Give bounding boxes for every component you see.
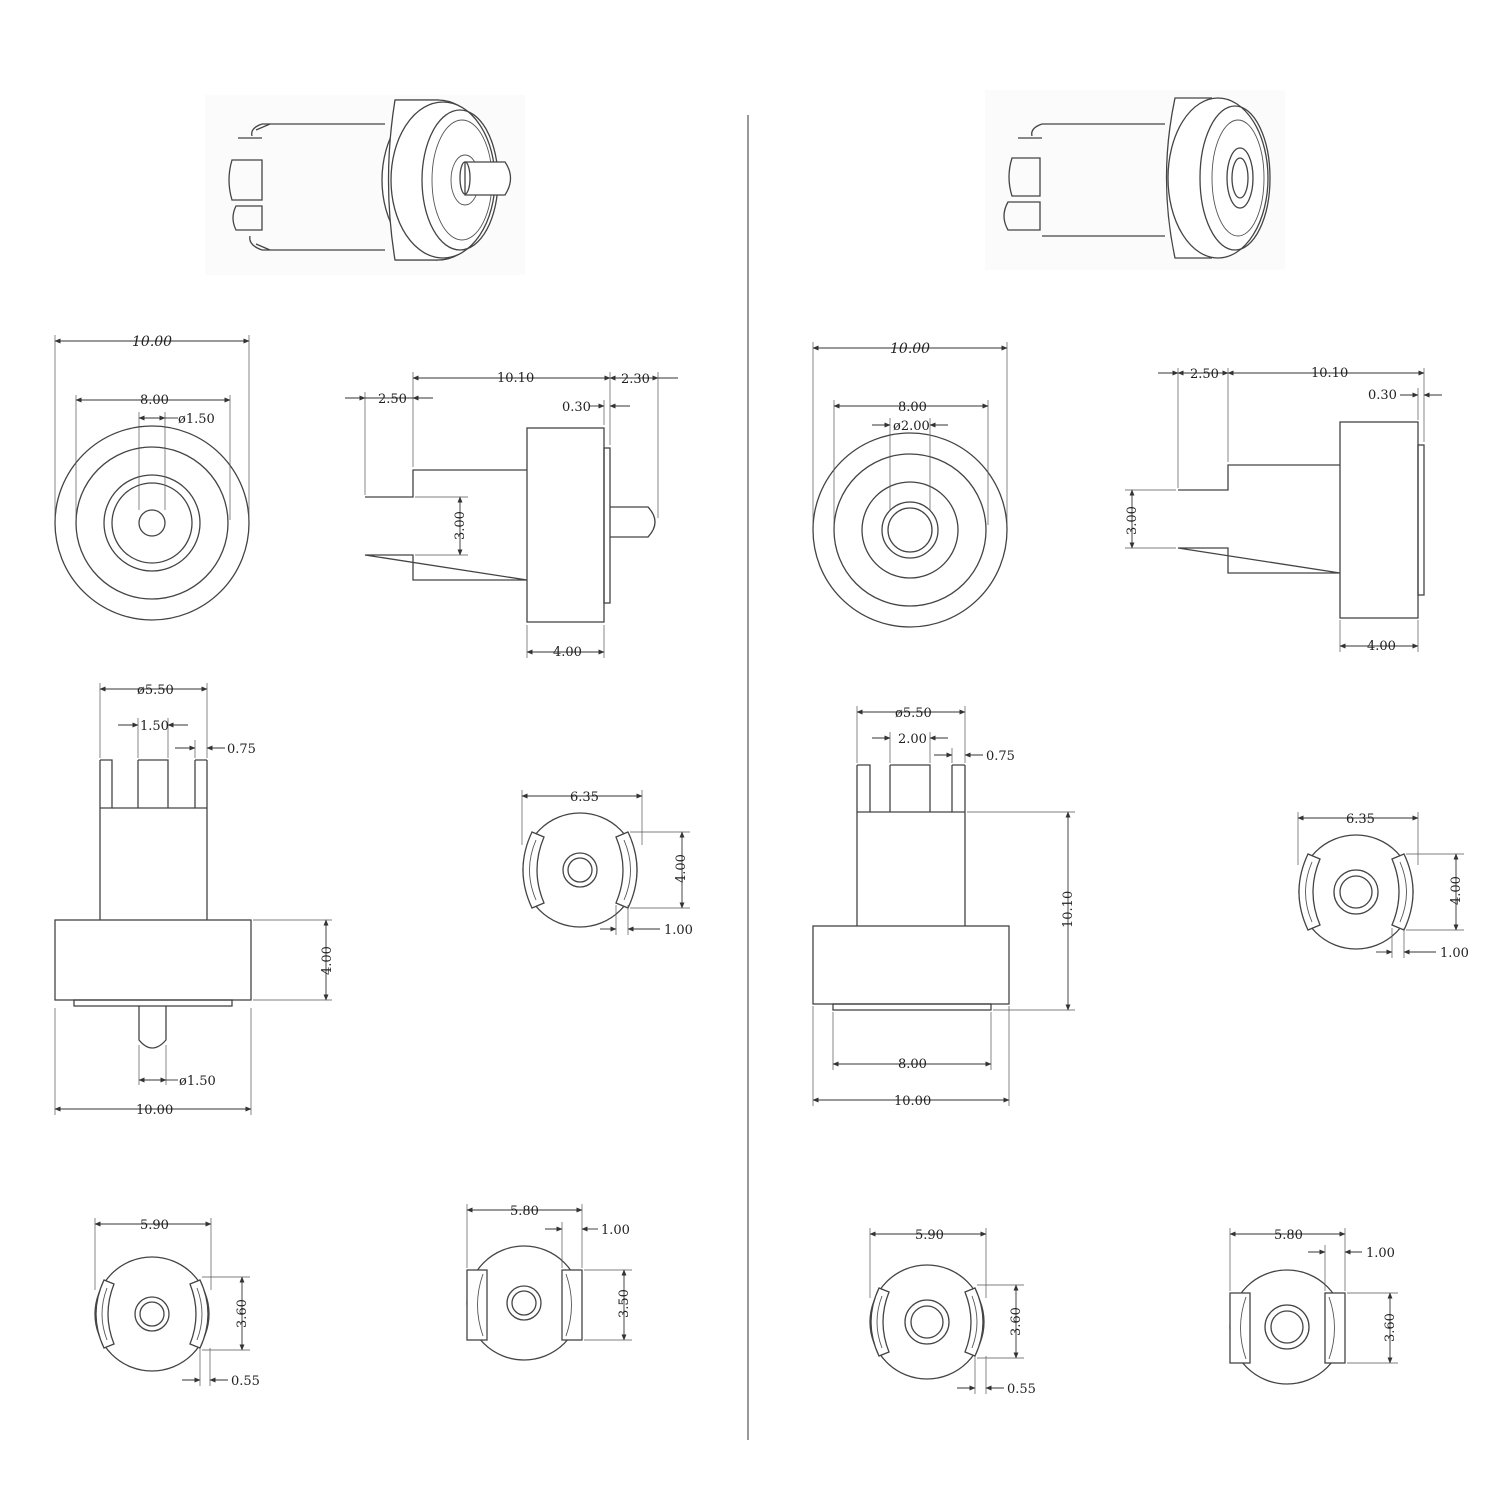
- dim-clip-a-height: 4.00: [674, 854, 689, 883]
- dim-side-pin: 2.30: [621, 372, 650, 387]
- dim-front-inner: 8.00: [140, 393, 169, 408]
- dim-clip-b-height-r: 3.60: [1009, 1307, 1024, 1336]
- dim-clip-a-tab: 1.00: [664, 923, 693, 938]
- dim-top-shaft: ø5.50: [137, 683, 174, 698]
- dim-top-inner-r: 8.00: [898, 1057, 927, 1072]
- dim-side-flange-r: 4.00: [1367, 639, 1396, 654]
- dim-front-outer: 10.00: [132, 334, 172, 350]
- left-clip-b: 5.90 3.60 0.55: [94, 1218, 260, 1389]
- right-clip-a: 6.35 4.00 1.00: [1297, 812, 1469, 961]
- dim-clip-c-width-r: 5.80: [1274, 1228, 1303, 1243]
- dim-top-width-r: 10.00: [894, 1094, 931, 1109]
- dim-side-plate: 0.30: [562, 400, 591, 415]
- right-side-view: 2.50 10.10 0.30 3.00 4.00: [1125, 366, 1442, 654]
- right-clip-b: 5.90 3.60 0.55: [869, 1228, 1036, 1397]
- dim-top-slot-r: 2.00: [898, 732, 927, 747]
- left-iso-view: [228, 99, 512, 261]
- dim-clip-a-height-r: 4.00: [1449, 876, 1464, 905]
- dim-top-width: 10.00: [136, 1103, 173, 1118]
- dim-clip-b-width: 5.90: [140, 1218, 169, 1233]
- dim-top-tab: 0.75: [227, 742, 256, 757]
- dim-clip-b-tab-r: 0.55: [1007, 1382, 1036, 1397]
- dim-side-tail-h: 3.00: [453, 511, 468, 540]
- dim-top-tab-r: 0.75: [986, 749, 1015, 764]
- dim-clip-c-tab-r: 1.00: [1366, 1246, 1395, 1261]
- left-clip-c: 5.80 1.00 3.50: [466, 1204, 632, 1361]
- dim-clip-a-width: 6.35: [570, 790, 599, 805]
- dim-front-inner-r: 8.00: [898, 400, 927, 415]
- dim-side-tail-r: 2.50: [1190, 367, 1219, 382]
- dim-top-slot: 1.50: [140, 719, 169, 734]
- left-front-view: 10.00 8.00 ø1.50: [54, 334, 250, 621]
- dim-side-body-r: 10.10: [1311, 366, 1348, 381]
- dim-clip-b-tab: 0.55: [231, 1374, 260, 1389]
- dim-top-flange: 4.00: [320, 946, 335, 975]
- dim-clip-b-width-r: 5.90: [915, 1228, 944, 1243]
- left-clip-a: 6.35 4.00 1.00: [521, 790, 693, 938]
- dim-clip-a-width-r: 6.35: [1346, 812, 1375, 827]
- dim-front-hole-r: ø2.00: [893, 419, 930, 434]
- right-iso-view: [1003, 97, 1271, 259]
- right-top-view: ø5.50 2.00 0.75 10.10 8.00 10.00: [812, 706, 1076, 1109]
- dim-clip-c-tab: 1.00: [601, 1223, 630, 1238]
- dim-clip-a-tab-r: 1.00: [1440, 946, 1469, 961]
- dim-top-pin: ø1.50: [179, 1074, 216, 1089]
- dim-side-tail-h-r: 3.00: [1125, 506, 1140, 535]
- dim-top-shaft-r: ø5.50: [895, 706, 932, 721]
- dim-side-body: 10.10: [497, 371, 534, 386]
- dim-clip-c-width: 5.80: [510, 1204, 539, 1219]
- dim-side-tail: 2.50: [378, 392, 407, 407]
- right-front-view: 10.00 8.00 ø2.00: [812, 341, 1008, 628]
- dim-clip-c-height: 3.50: [617, 1289, 632, 1318]
- dim-side-flange: 4.00: [553, 645, 582, 660]
- right-clip-c: 5.80 1.00 3.60: [1229, 1228, 1398, 1385]
- dim-top-length-r: 10.10: [1061, 891, 1076, 928]
- dim-clip-c-height-r: 3.60: [1383, 1313, 1398, 1342]
- dim-front-outer-r: 10.00: [890, 341, 930, 357]
- left-top-view: ø5.50 1.50 0.75 4.00 ø1.50 10.00: [54, 683, 335, 1118]
- dim-front-pin: ø1.50: [178, 412, 215, 427]
- dim-clip-b-height: 3.60: [235, 1299, 250, 1328]
- dim-side-plate-r: 0.30: [1368, 388, 1397, 403]
- left-side-view: 2.50 10.10 2.30 0.30 3.00 4.00: [345, 371, 678, 660]
